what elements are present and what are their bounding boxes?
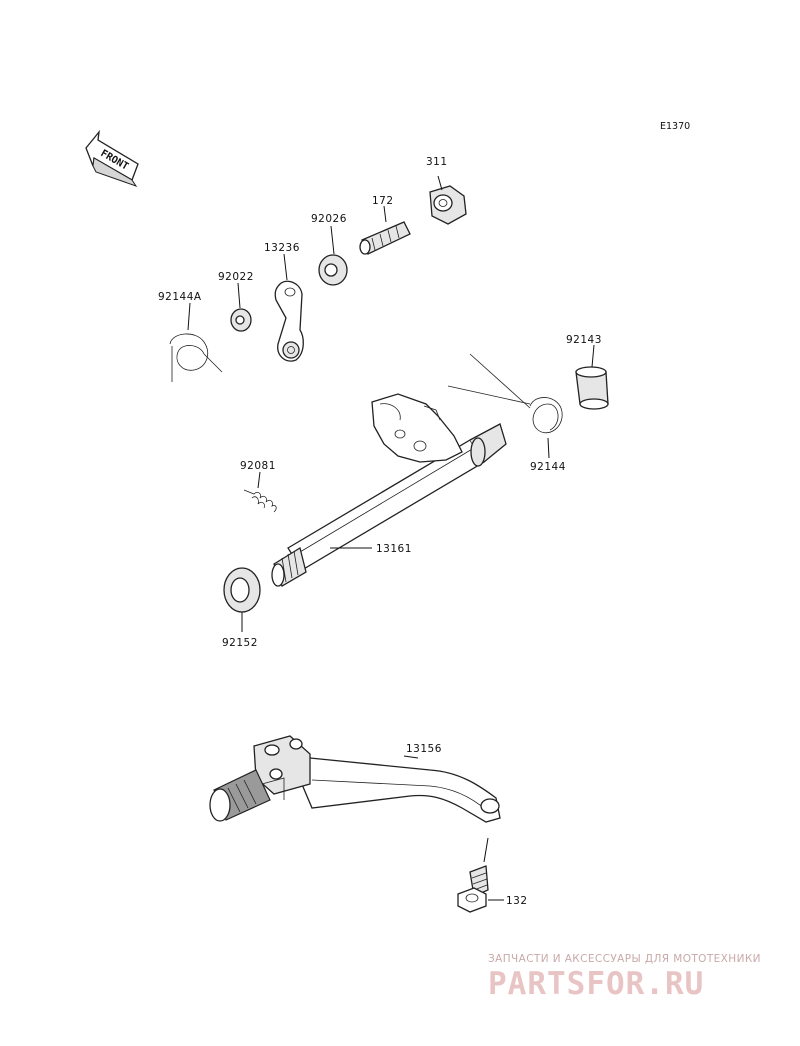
part-label-92144: 92144 <box>530 461 566 473</box>
part-92081-spring <box>243 471 277 513</box>
part-label-132: 132 <box>506 895 528 907</box>
part-label-311: 311 <box>426 156 448 168</box>
part-label-13156: 13156 <box>406 743 442 755</box>
part-92022-washer <box>230 282 252 332</box>
part-label-92022: 92022 <box>218 271 254 283</box>
diagram-code: E1370 <box>660 121 690 132</box>
part-92026-washer <box>318 225 348 286</box>
part-132-bolt <box>457 837 504 913</box>
part-label-92152: 92152 <box>222 637 258 649</box>
part-label-92144A: 92144A <box>158 291 202 303</box>
part-172-pin <box>359 205 411 255</box>
part-92144-spring <box>447 353 563 459</box>
part-13156-shift-pedal <box>209 735 501 823</box>
part-label-92081: 92081 <box>240 460 276 472</box>
part-label-172: 172 <box>372 195 394 207</box>
part-label-13161: 13161 <box>376 543 412 555</box>
part-label-13236: 13236 <box>264 242 300 254</box>
part-92143-collar <box>575 344 609 410</box>
front-arrow-icon: FRONT <box>85 129 139 187</box>
part-13236-lever <box>274 253 304 362</box>
part-92152-seal <box>223 567 261 632</box>
part-label-92143: 92143 <box>566 334 602 346</box>
part-311-nut <box>429 175 467 225</box>
watermark-tagline: ЗАПЧАСТИ И АКСЕССУАРЫ ДЛЯ МОТОТЕХНИКИ <box>488 953 761 965</box>
part-label-92026: 92026 <box>311 213 347 225</box>
part-92144A-spring <box>169 302 223 382</box>
part-13161-shift-shaft <box>271 393 507 587</box>
watermark-logo: PARTSFOR.RU <box>488 966 704 1002</box>
